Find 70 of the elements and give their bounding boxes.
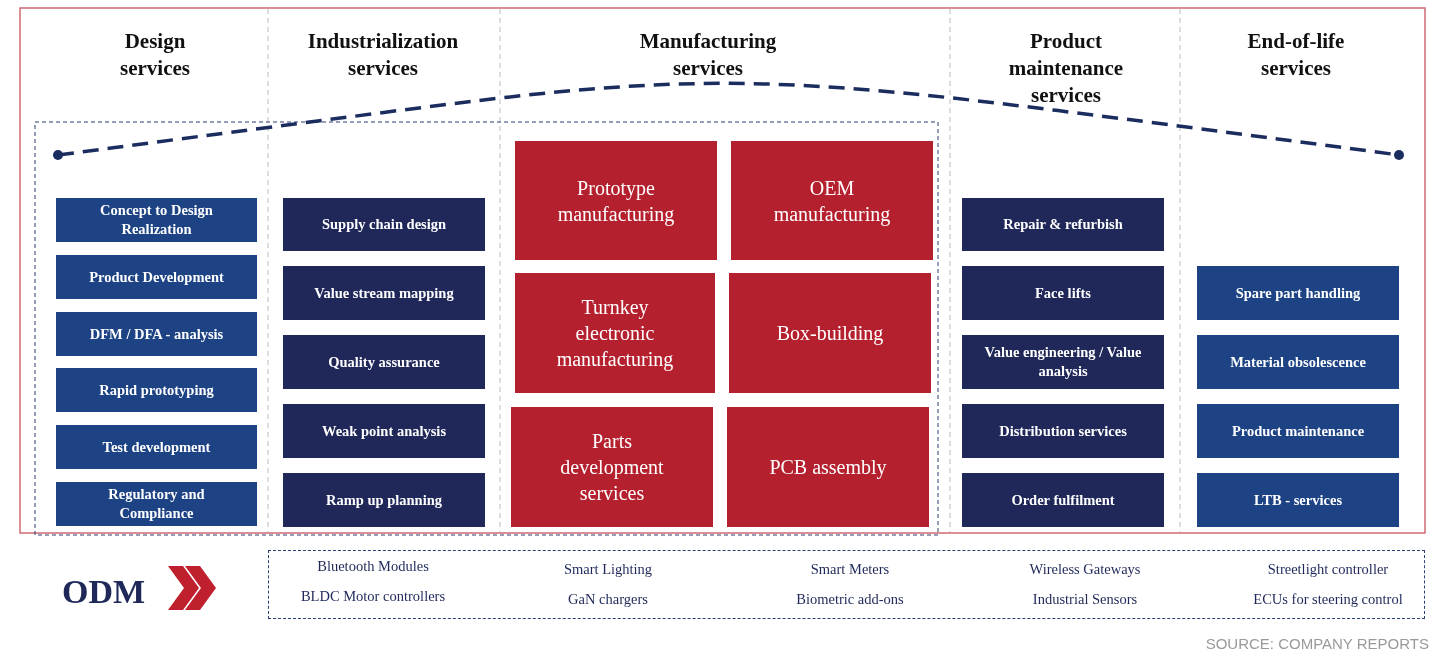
- odm-heading: ODM: [62, 572, 146, 612]
- box-label: Supply chain design: [321, 215, 447, 234]
- service-box: [56, 198, 257, 242]
- box-label: Rapid prototyping: [99, 380, 214, 400]
- manufacturing-box: [515, 141, 717, 260]
- service-box: [962, 266, 1164, 320]
- box-label: Box-building: [776, 321, 884, 346]
- box-label: Regulatory and Compliance: [107, 485, 206, 523]
- box-label: Distribution services: [999, 421, 1127, 441]
- column-heading: Industrialization services: [306, 28, 460, 82]
- box-label: DFM / DFA - analysis: [89, 324, 224, 344]
- box-label: Test development: [102, 437, 211, 457]
- box-label: Concept to Design Realization: [99, 201, 214, 239]
- product-item: Bluetooth Modules: [317, 558, 429, 575]
- box-label: Value stream mapping: [314, 283, 454, 303]
- service-box: [1197, 335, 1399, 389]
- product-item: Biometric add-ons: [796, 591, 904, 608]
- service-box: [283, 404, 485, 458]
- box-label: Face lifts: [1035, 283, 1091, 303]
- box-label: Product maintenance: [1231, 421, 1365, 441]
- box-label: PCB assembly: [769, 455, 887, 480]
- service-box: [283, 266, 485, 320]
- product-item: Smart Meters: [810, 561, 890, 578]
- product-item: BLDC Motor controllers: [300, 588, 446, 605]
- product-item: ECUs for steering control: [1253, 591, 1403, 608]
- service-box: [56, 425, 257, 469]
- service-box: [56, 312, 257, 356]
- product-item: Smart Lighting: [563, 561, 653, 578]
- manufacturing-box: [511, 407, 713, 527]
- box-label: Spare part handling: [1235, 283, 1361, 303]
- service-box: [962, 198, 1164, 251]
- manufacturing-box: [727, 407, 929, 527]
- service-box: [1197, 404, 1399, 458]
- column-heading: Manufacturing services: [638, 28, 778, 82]
- service-box: [56, 368, 257, 412]
- service-box: [283, 335, 485, 389]
- service-box: [1197, 266, 1399, 320]
- box-label: Ramp up planning: [325, 490, 443, 510]
- box-label: Value engineering / Value analysis: [984, 343, 1142, 381]
- box-label: Repair & refurbish: [1003, 215, 1123, 234]
- source-note: SOURCE: COMPANY REPORTS: [1205, 634, 1429, 654]
- column-heading: Design services: [119, 28, 191, 82]
- product-list-box: [268, 550, 1425, 619]
- box-label: Quality assurance: [328, 352, 440, 372]
- service-box: [56, 482, 257, 526]
- box-label: Product Development: [89, 267, 224, 287]
- service-box: [56, 255, 257, 299]
- service-box: [962, 404, 1164, 458]
- box-label: Material obsolescence: [1230, 352, 1366, 372]
- product-item: Wireless Gateways: [1029, 561, 1141, 578]
- box-label: Parts development services: [559, 429, 665, 506]
- product-item: Industrial Sensors: [1032, 591, 1138, 608]
- service-box: [1197, 473, 1399, 527]
- column-heading: End-of-life services: [1246, 28, 1346, 82]
- manufacturing-box: [731, 141, 933, 260]
- box-label: Turnkey electronic manufacturing: [555, 295, 675, 372]
- service-box: [283, 198, 485, 251]
- box-label: LTB - services: [1253, 490, 1343, 510]
- box-label: Weak point analysis: [321, 421, 447, 441]
- box-label: Order fulfilment: [1011, 490, 1115, 510]
- column-heading: Product maintenance services: [1007, 28, 1125, 109]
- service-box: [283, 473, 485, 527]
- product-item: GaN chargers: [568, 591, 648, 608]
- service-box: [962, 473, 1164, 527]
- box-label: OEM manufacturing: [772, 175, 892, 227]
- service-box: [962, 335, 1164, 389]
- box-label: Prototype manufacturing: [556, 175, 676, 227]
- manufacturing-box: [515, 273, 715, 393]
- manufacturing-box: [729, 273, 931, 393]
- product-item: Streetlight controller: [1267, 561, 1389, 578]
